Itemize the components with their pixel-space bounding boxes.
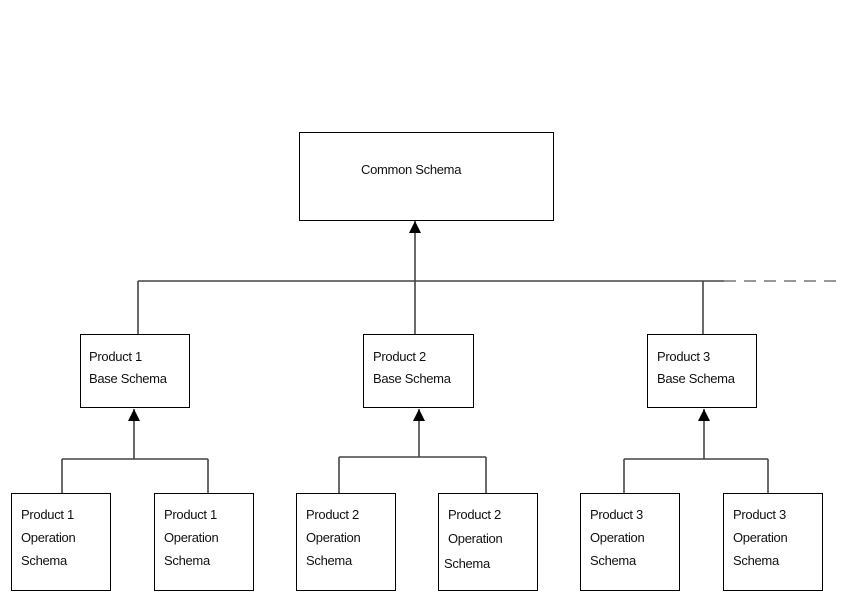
product-2-base-schema-box	[363, 334, 474, 408]
product-3-base-line-2: Base Schema	[657, 371, 735, 386]
product-2-operation-schema-a-box	[296, 493, 396, 591]
p2-op-b-line-1: Product 2	[448, 507, 501, 522]
p3-op-b-line-1: Product 3	[733, 507, 786, 522]
product-3-base-line-1: Product 3	[657, 349, 710, 364]
product-2-base-line-2: Base Schema	[373, 371, 451, 386]
product-1-base-schema-box	[80, 334, 190, 408]
product-2-base-line-1: Product 2	[373, 349, 426, 364]
product-3-operation-schema-b-box	[723, 493, 823, 591]
p1-op-b-line-1: Product 1	[164, 507, 217, 522]
p2-op-b-line-3: Schema	[444, 556, 490, 571]
p3-op-a-line-2: Operation	[590, 530, 645, 545]
p3-op-b-line-2: Operation	[733, 530, 788, 545]
p1-op-a-line-3: Schema	[21, 553, 67, 568]
product-3-base-schema-box	[647, 334, 757, 408]
p1-op-b-line-2: Operation	[164, 530, 219, 545]
p2-op-a-line-1: Product 2	[306, 507, 359, 522]
product-1-base-line-2: Base Schema	[89, 371, 167, 386]
p2-op-a-line-2: Operation	[306, 530, 361, 545]
product-1-operation-schema-a-box	[11, 493, 111, 591]
product-2-operation-schema-b-box	[438, 493, 538, 591]
p1-op-a-line-2: Operation	[21, 530, 76, 545]
common-schema-box	[299, 132, 554, 221]
p3-op-a-line-3: Schema	[590, 553, 636, 568]
product-1-base-line-1: Product 1	[89, 349, 142, 364]
p1-op-b-line-3: Schema	[164, 553, 210, 568]
p3-op-a-line-1: Product 3	[590, 507, 643, 522]
common-schema-label: Common Schema	[361, 162, 462, 177]
p3-op-b-line-3: Schema	[733, 553, 779, 568]
product-1-operation-schema-b-box	[154, 493, 254, 591]
p2-op-a-line-3: Schema	[306, 553, 352, 568]
p1-op-a-line-1: Product 1	[21, 507, 74, 522]
product-3-operation-schema-a-box	[580, 493, 680, 591]
p2-op-b-line-2: Operation	[448, 531, 503, 546]
